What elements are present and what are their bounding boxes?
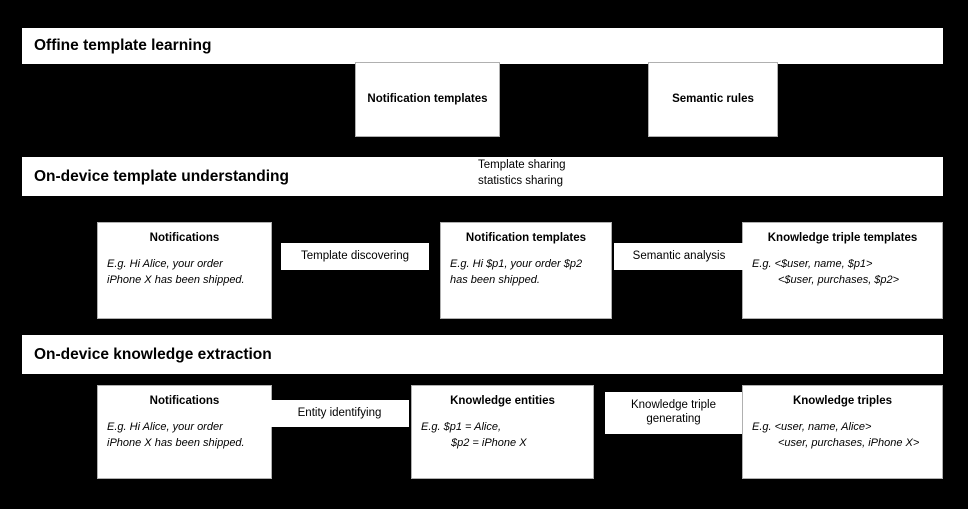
body-line: $p2 = iPhone X bbox=[451, 437, 527, 450]
body-line: <$user, purchases, $p2> bbox=[778, 274, 900, 287]
box-title: Notification templates bbox=[367, 93, 488, 106]
label-text: Semantic analysis bbox=[632, 249, 726, 262]
box-title: Notifications bbox=[149, 395, 220, 407]
band-offline-template-learning: Offine template learning bbox=[22, 28, 943, 64]
label-knowledge-triple-generating[interactable]: Knowledge triple generating bbox=[605, 392, 742, 434]
body-line: E.g. Hi Alice, your order bbox=[107, 421, 223, 434]
body-line: E.g. <user, name, Alice> bbox=[752, 421, 872, 434]
body-line: has been shipped. bbox=[450, 274, 540, 287]
box-body: E.g. Hi $p1, your order $p2 has been shi… bbox=[450, 257, 602, 289]
body-line: iPhone X has been shipped. bbox=[107, 274, 245, 287]
label-text: Entity identifying bbox=[297, 406, 382, 419]
label-semantic-analysis[interactable]: Semantic analysis bbox=[614, 243, 744, 270]
box-notification-templates-top[interactable]: Notification templates bbox=[355, 62, 500, 137]
box-body: E.g. Hi Alice, your order iPhone X has b… bbox=[107, 420, 262, 452]
box-knowledge-triples[interactable]: Knowledge triples E.g. <user, name, Alic… bbox=[742, 385, 943, 479]
box-title: Knowledge triples bbox=[792, 395, 893, 407]
band-label-template-understanding: On-device template understanding bbox=[34, 167, 289, 185]
box-notifications-middle[interactable]: Notifications E.g. Hi Alice, your order … bbox=[97, 222, 272, 319]
box-title: Notification templates bbox=[465, 232, 587, 244]
box-title: Knowledge triple templates bbox=[767, 232, 918, 244]
band-on-device-knowledge-extraction: On-device knowledge extraction bbox=[22, 335, 943, 374]
body-line: E.g. <$user, name, $p1> bbox=[752, 258, 873, 271]
box-body: E.g. <$user, name, $p1> <$user, purchase… bbox=[752, 257, 933, 289]
body-line: E.g. Hi $p1, your order $p2 bbox=[450, 258, 583, 271]
body-line: E.g. $p1 = Alice, bbox=[421, 421, 502, 434]
box-body: E.g. $p1 = Alice, $p2 = iPhone X bbox=[421, 420, 584, 452]
box-body: E.g. <user, name, Alice> <user, purchase… bbox=[752, 420, 933, 452]
label-text: Knowledge triple generating bbox=[630, 399, 717, 425]
sharing-labels: Template sharing statistics sharing bbox=[478, 158, 658, 196]
label-entity-identifying[interactable]: Entity identifying bbox=[270, 400, 409, 427]
box-title: Semantic rules bbox=[672, 93, 754, 106]
box-title: Knowledge entities bbox=[450, 395, 555, 407]
body-line: iPhone X has been shipped. bbox=[107, 437, 245, 450]
box-knowledge-triple-templates[interactable]: Knowledge triple templates E.g. <$user, … bbox=[742, 222, 943, 319]
box-body: E.g. Hi Alice, your order iPhone X has b… bbox=[107, 257, 262, 289]
box-title: Notifications bbox=[149, 232, 220, 244]
template-sharing-label: Template sharing bbox=[478, 159, 566, 171]
box-notifications-bottom[interactable]: Notifications E.g. Hi Alice, your order … bbox=[97, 385, 272, 479]
label-text: Template discovering bbox=[300, 249, 410, 262]
band-label-knowledge-extraction: On-device knowledge extraction bbox=[34, 345, 272, 363]
label-template-discovering[interactable]: Template discovering bbox=[281, 243, 429, 270]
band-on-device-template-understanding: On-device template understanding bbox=[22, 157, 943, 196]
body-line: E.g. Hi Alice, your order bbox=[107, 258, 223, 271]
box-semantic-rules[interactable]: Semantic rules bbox=[648, 62, 778, 137]
statistics-sharing-label: statistics sharing bbox=[478, 174, 564, 187]
box-notification-templates-middle[interactable]: Notification templates E.g. Hi $p1, your… bbox=[440, 222, 612, 319]
body-line: <user, purchases, iPhone X> bbox=[778, 437, 920, 450]
band-label-offline: Offine template learning bbox=[34, 37, 212, 54]
box-knowledge-entities[interactable]: Knowledge entities E.g. $p1 = Alice, $p2… bbox=[411, 385, 594, 479]
